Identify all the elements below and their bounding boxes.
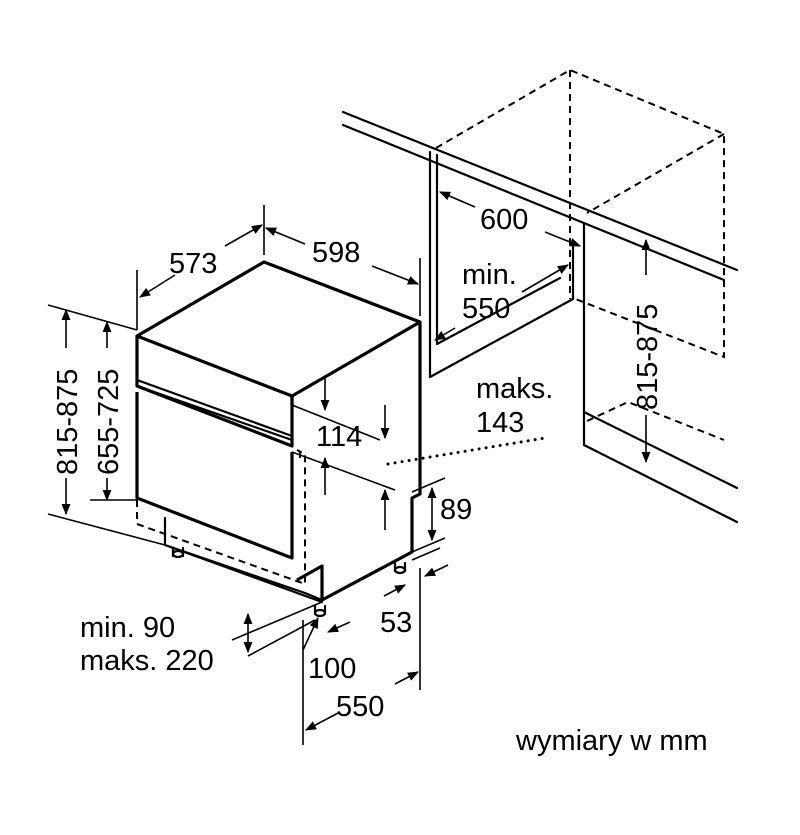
door-front (135, 392, 294, 560)
door-dashed-outline (136, 449, 306, 586)
label-89: 89 (440, 494, 472, 526)
label-plinth-min: min. 90 (80, 612, 175, 644)
label-550: 550 (336, 691, 384, 723)
label-143: 143 (476, 407, 524, 439)
label-height-inner: 655-725 (93, 369, 125, 475)
countertop-edge-upper (341, 110, 739, 272)
label-plinth-max: maks. 220 (80, 645, 214, 677)
units-caption: wymiary w mm (515, 725, 708, 757)
niche-dashed-outline (435, 68, 725, 441)
label-niche-min: min. (462, 259, 517, 291)
right-cabinet-panel (582, 222, 739, 524)
left-cabinet-panel (428, 150, 575, 379)
dimension-labels: 573 598 600 min. 550 maks. 143 114 89 53… (52, 204, 664, 723)
label-114: 114 (316, 421, 362, 453)
label-niche-550: 550 (462, 293, 510, 325)
label-maks: maks. (476, 373, 553, 405)
foot-front (313, 608, 327, 618)
label-598: 598 (312, 237, 360, 269)
base-rail (163, 516, 324, 604)
control-panel (135, 336, 294, 448)
countertop-edge-lower (341, 123, 726, 282)
label-100: 100 (308, 653, 356, 685)
dimension-lines (47, 191, 651, 745)
foot-right (393, 565, 407, 575)
label-height-outer: 815-875 (52, 369, 84, 475)
top-face (135, 260, 422, 398)
installation-niche (341, 68, 739, 524)
foot-left (171, 549, 185, 559)
label-height-niche: 815-875 (632, 304, 664, 410)
label-573: 573 (169, 248, 217, 280)
label-600: 600 (480, 204, 528, 236)
label-53: 53 (380, 607, 412, 639)
